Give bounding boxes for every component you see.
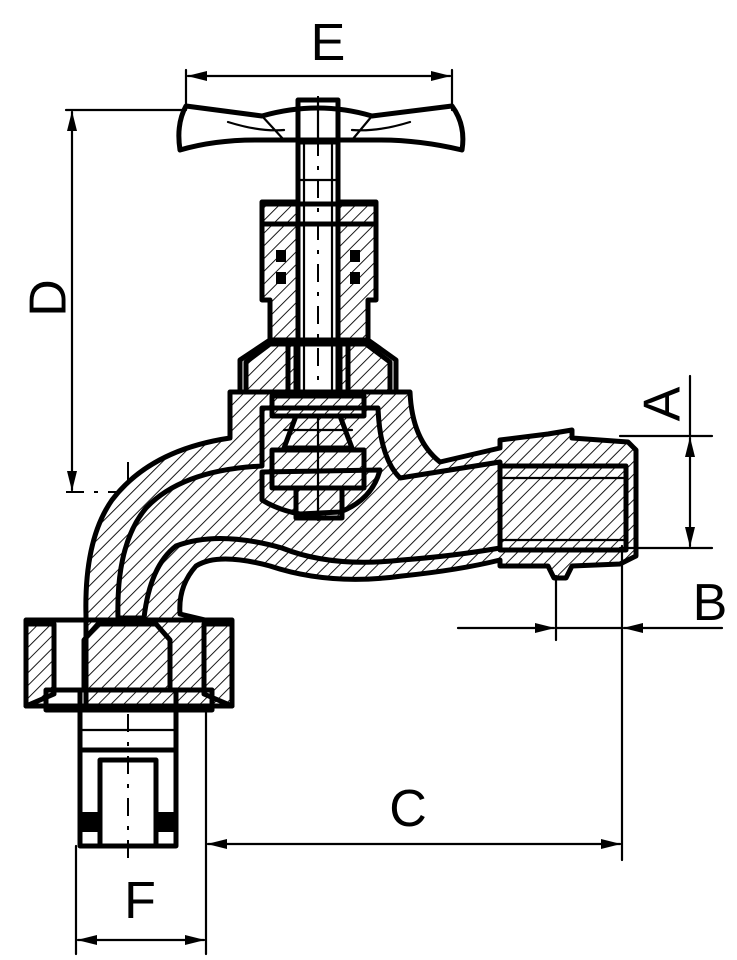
label-b: B	[693, 574, 728, 632]
dimension-d: D	[20, 108, 184, 492]
packing-right	[350, 250, 360, 284]
dimension-b: B	[456, 544, 728, 862]
dimension-e: E	[184, 14, 454, 112]
valve-body	[83, 389, 639, 709]
label-e: E	[311, 14, 346, 72]
packing-left	[276, 250, 286, 284]
dimension-c: C	[204, 708, 622, 956]
valve-disc	[269, 393, 367, 522]
label-c: C	[389, 780, 427, 838]
label-f: F	[124, 872, 156, 930]
handwheel	[176, 97, 466, 153]
dimension-a: A	[618, 374, 714, 550]
hose-connector	[77, 621, 179, 849]
bonnet	[237, 199, 399, 399]
label-a: A	[634, 386, 692, 421]
label-d: D	[20, 279, 78, 317]
dimension-f: F	[74, 844, 206, 956]
